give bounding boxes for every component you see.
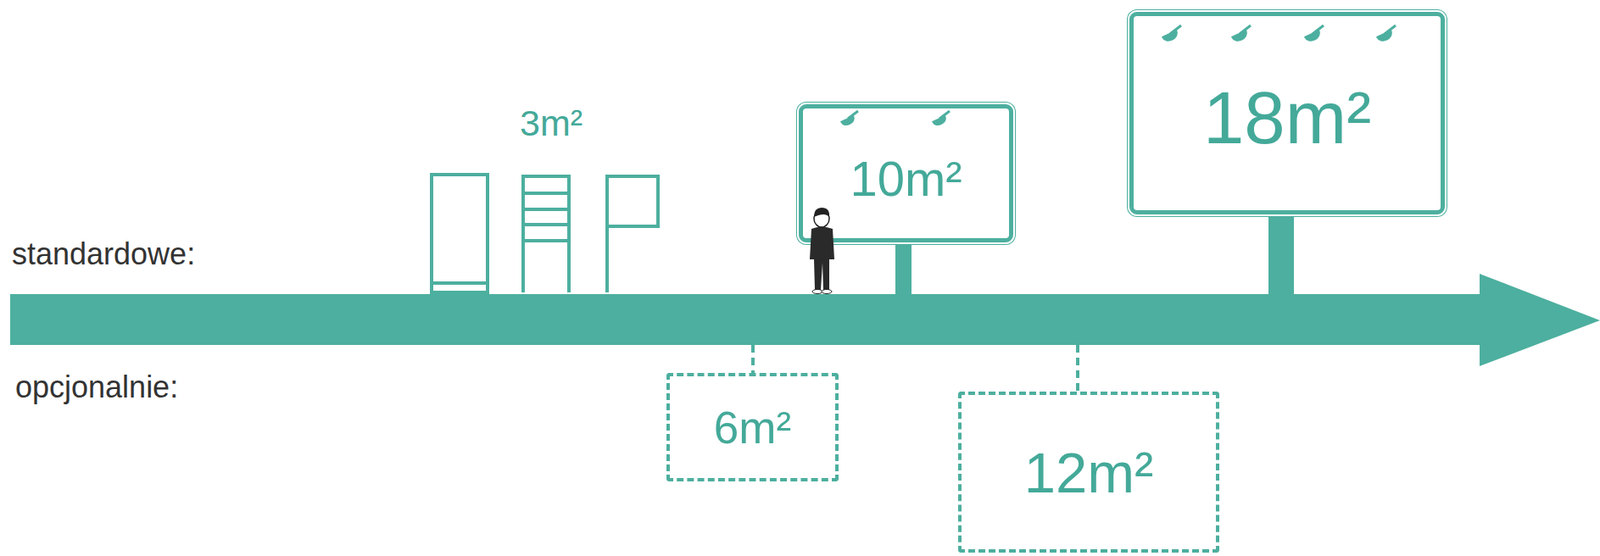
dashed-leader <box>1075 345 1080 392</box>
optional-size-box: 6m² <box>666 373 839 482</box>
billboard: 18m² <box>1129 11 1445 215</box>
stand-citylight <box>431 174 488 293</box>
size-value: 10m² <box>849 154 962 204</box>
size-value: 12m² <box>1024 444 1155 502</box>
axis-arrowhead <box>1479 273 1600 367</box>
optional-size-box: 12m² <box>958 391 1220 553</box>
axis-bar <box>10 294 1483 346</box>
size-value: 6m² <box>713 405 792 451</box>
billboard-pole <box>895 240 912 295</box>
billboard: 10m² <box>798 104 1014 243</box>
dashed-leader <box>751 345 755 374</box>
stand-flag <box>607 174 658 293</box>
stand-shelf <box>523 174 569 293</box>
billboard-pole <box>1268 211 1294 295</box>
size-value: 18m² <box>1203 80 1372 155</box>
person-figure <box>809 207 835 295</box>
row-label: opcjonalnie: <box>15 370 179 405</box>
row-label: standardowe: <box>11 237 196 272</box>
size-label: 3m² <box>519 103 583 144</box>
